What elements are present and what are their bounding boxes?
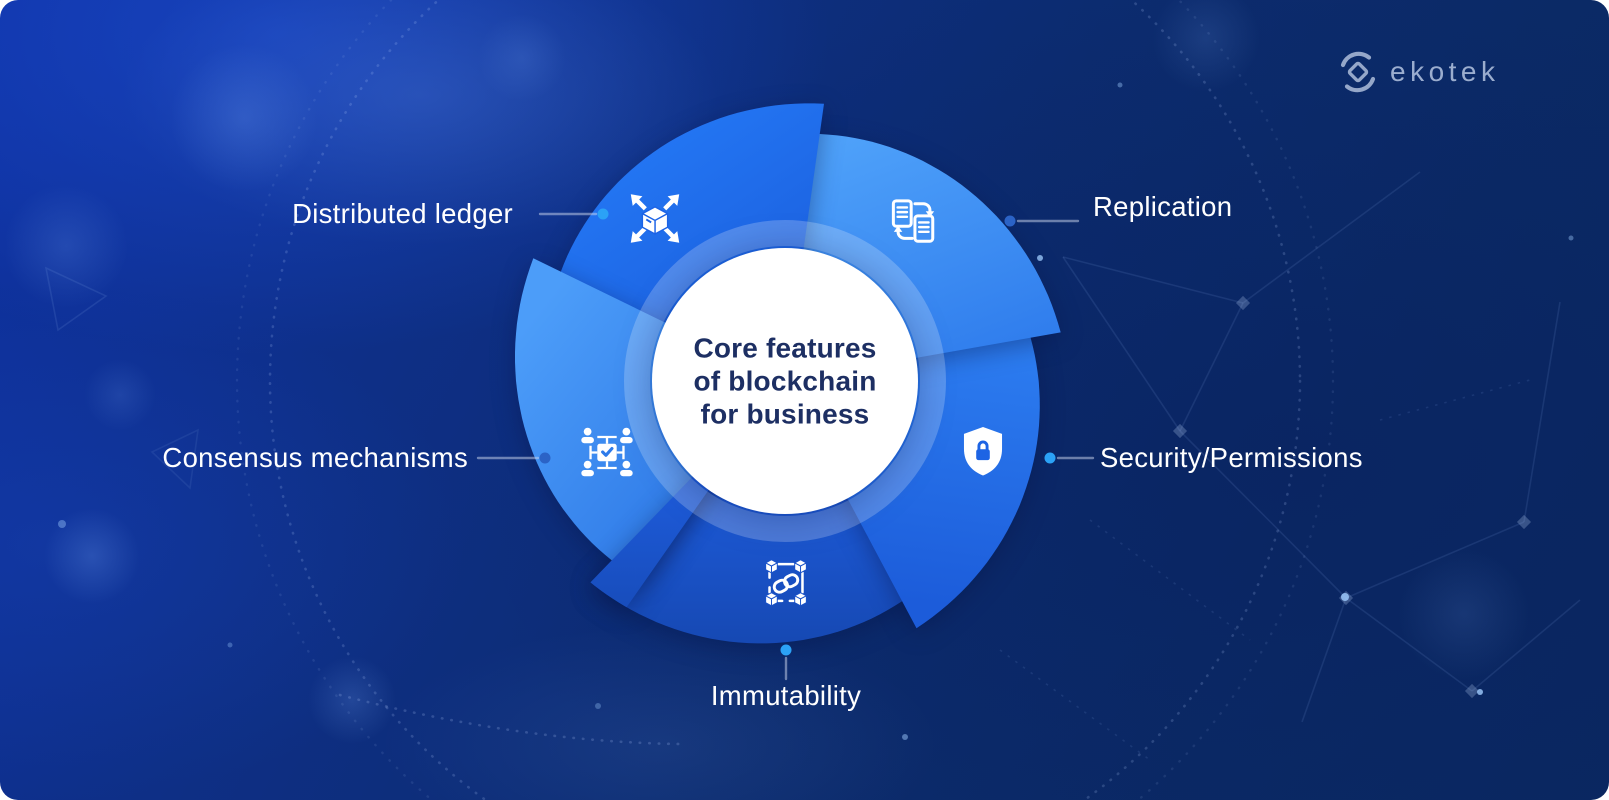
label-security-permissions: Security/Permissions	[1100, 442, 1363, 473]
dotted-orbit-decor	[235, 0, 1335, 800]
center-title: Core features of blockchain for business	[693, 332, 876, 431]
label-immutability: Immutability	[710, 680, 862, 711]
connector-consensus-mechanisms	[476, 452, 551, 464]
ekotek-logo-text: ekotek	[1390, 56, 1500, 87]
connector-distributed-ledger	[538, 208, 609, 220]
connector-dot	[1044, 452, 1056, 464]
plexus-network-decor	[44, 82, 1581, 761]
connector-dot	[780, 644, 792, 656]
documents-sync-icon	[884, 192, 944, 257]
linked-blocks-chain-icon	[755, 552, 817, 619]
connector-replication	[1004, 215, 1080, 227]
center-circle	[652, 248, 918, 514]
label-distributed-ledger: Distributed ledger	[292, 198, 513, 229]
connector-immutability	[780, 644, 792, 681]
center-halo-ring	[624, 220, 946, 542]
connector-dot	[597, 208, 609, 220]
center-title-line: Core features	[693, 332, 877, 364]
people-consensus-check-icon	[576, 422, 638, 489]
center-title-line: of blockchain	[693, 365, 877, 397]
connector-dot	[539, 452, 551, 464]
wheel-segment-consensus-mechanisms	[515, 258, 785, 580]
bokeh-decor	[4, 0, 1530, 800]
shield-lock-icon	[954, 423, 1012, 486]
cube-distribution-arrows-icon	[624, 188, 686, 255]
connector-dot	[1004, 215, 1016, 227]
label-consensus-mechanisms: Consensus mechanisms	[162, 442, 468, 473]
label-replication: Replication	[1093, 191, 1233, 222]
center-title-line: for business	[700, 398, 870, 430]
ekotek-logo: ekotek	[1336, 50, 1500, 94]
ekotek-logo-icon	[1340, 51, 1376, 93]
wheel-segment-immutability	[590, 381, 930, 644]
connector-security-permissions	[1044, 452, 1095, 464]
